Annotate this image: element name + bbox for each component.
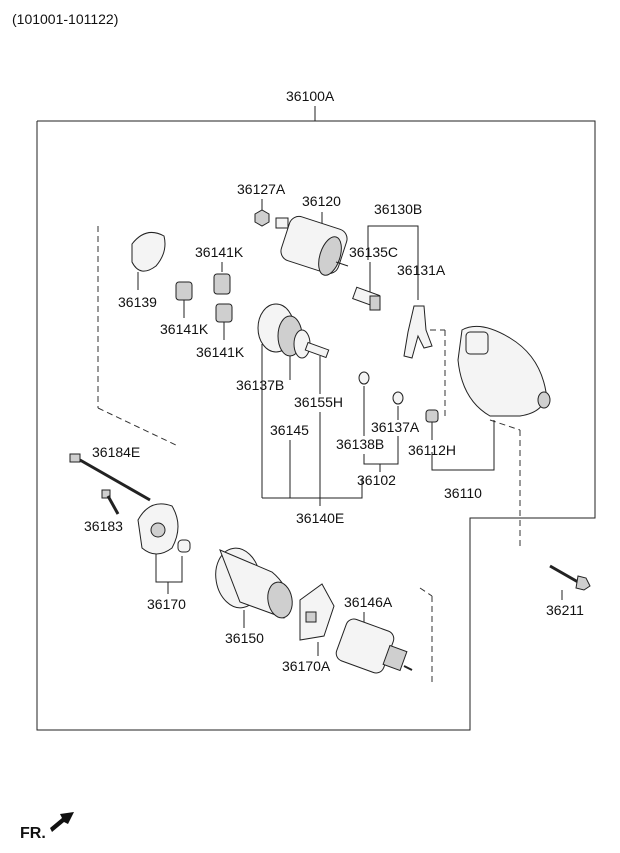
bracket-36102 xyxy=(363,436,399,465)
part-label-36138B[interactable]: 36138B xyxy=(336,436,384,452)
through-bolt-36184E-icon xyxy=(69,453,151,502)
shift-lever-36131A-icon xyxy=(403,305,433,359)
bracket-36110 xyxy=(431,420,495,471)
part-label-36110[interactable]: 36110 xyxy=(444,485,482,501)
gear-36141K-low-icon xyxy=(215,303,233,323)
part-label-36145[interactable]: 36145 xyxy=(270,422,309,438)
part-label-36146A[interactable]: 36146A xyxy=(344,594,393,610)
part-label-36137B[interactable]: 36137B xyxy=(236,377,284,393)
part-label-36120[interactable]: 36120 xyxy=(302,193,341,209)
bushing-36112H-icon xyxy=(425,409,439,423)
part-label-36141K-low[interactable]: 36141K xyxy=(196,344,245,360)
solenoid-36120-icon xyxy=(275,215,349,276)
rear-bracket-36170-icon xyxy=(137,503,191,555)
part-label-36112H[interactable]: 36112H xyxy=(408,442,456,458)
part-label-36102[interactable]: 36102 xyxy=(357,472,396,488)
part-label-36131A[interactable]: 36131A xyxy=(397,262,446,278)
part-label-36155H[interactable]: 36155H xyxy=(294,394,343,410)
part-label-36140E[interactable]: 36140E xyxy=(296,510,344,526)
part-label-36150[interactable]: 36150 xyxy=(225,630,264,646)
part-label-36127A[interactable]: 36127A xyxy=(237,181,286,197)
part-label-36137A[interactable]: 36137A xyxy=(371,419,420,435)
front-housing-36110-icon xyxy=(457,325,551,417)
screw-36183-icon xyxy=(101,489,120,515)
dash-line-left-diag xyxy=(97,407,179,447)
part-label-36141K-mid[interactable]: 36141K xyxy=(160,321,209,337)
dash-line-right-top xyxy=(489,419,521,431)
part-label-36183[interactable]: 36183 xyxy=(84,518,123,534)
stop-ring-36137A-icon xyxy=(392,391,404,405)
part-label-36184E[interactable]: 36184E xyxy=(92,444,140,460)
plunger-36135C-icon xyxy=(352,286,381,311)
part-label-36130B[interactable]: 36130B xyxy=(374,201,422,217)
gear-36141K-left-icon xyxy=(175,281,193,301)
brush-holder-36170A-icon xyxy=(299,583,335,641)
assembly-label: 36100A xyxy=(286,88,335,104)
front-direction-label: FR. xyxy=(20,825,46,842)
bolt-36211-icon xyxy=(549,564,591,591)
nut-36127A-icon xyxy=(254,209,270,227)
seal-36139-icon xyxy=(131,231,166,272)
dash-line-armature-top xyxy=(419,587,433,597)
serial-range-label: (101001-101122) xyxy=(12,11,118,27)
drive-assembly-icon xyxy=(257,303,330,359)
part-label-36135C[interactable]: 36135C xyxy=(349,244,398,260)
snap-ring-36138B-icon xyxy=(358,371,370,385)
bracket-36170 xyxy=(155,554,183,583)
part-label-36170[interactable]: 36170 xyxy=(147,596,186,612)
part-label-36211[interactable]: 36211 xyxy=(546,602,584,618)
part-label-36141K-top[interactable]: 36141K xyxy=(195,244,244,260)
gear-36141K-top-icon xyxy=(213,273,231,295)
front-arrow-icon xyxy=(50,812,74,832)
bracket-36140E xyxy=(262,478,363,499)
bracket-36130B xyxy=(367,225,419,300)
yoke-36150-icon xyxy=(215,547,293,619)
part-label-36170A[interactable]: 36170A xyxy=(282,658,331,674)
armature-36146A-icon xyxy=(335,618,413,674)
assembly-frame xyxy=(36,120,596,731)
part-label-36139[interactable]: 36139 xyxy=(118,294,157,310)
